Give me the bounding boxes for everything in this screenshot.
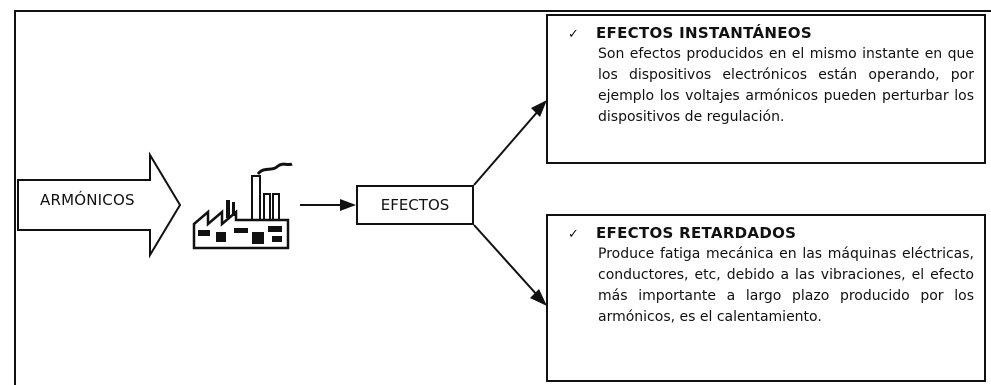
efectos-box: EFECTOS [356, 185, 474, 225]
armonicos-arrow [17, 151, 182, 259]
diagram-frame [14, 10, 991, 385]
branch-top-arrowhead [531, 100, 547, 117]
card-title: EFECTOS RETARDADOS [596, 224, 797, 242]
branch-bottom-arrowhead [530, 289, 547, 306]
branch-top-line [473, 109, 540, 186]
branch-bottom-line [473, 224, 539, 297]
card-title: EFECTOS INSTANTÁNEOS [596, 24, 812, 42]
factory-icon [192, 162, 293, 250]
armonicos-label: ARMÓNICOS [40, 191, 135, 209]
efectos-label: EFECTOS [380, 196, 450, 214]
factory-to-effects-arrowhead [340, 199, 356, 211]
card-body: Son efectos producidos en el mismo insta… [598, 46, 974, 125]
card-efectos-retardados: ✓ EFECTOS RETARDADOS Produce fatiga mecá… [546, 214, 986, 382]
card-efectos-instantaneos: ✓ EFECTOS INSTANTÁNEOS Son efectos produ… [546, 14, 986, 164]
check-icon: ✓ [568, 27, 579, 42]
check-icon: ✓ [568, 227, 579, 242]
card-body: Produce fatiga mecánica en las máquinas … [598, 246, 974, 325]
